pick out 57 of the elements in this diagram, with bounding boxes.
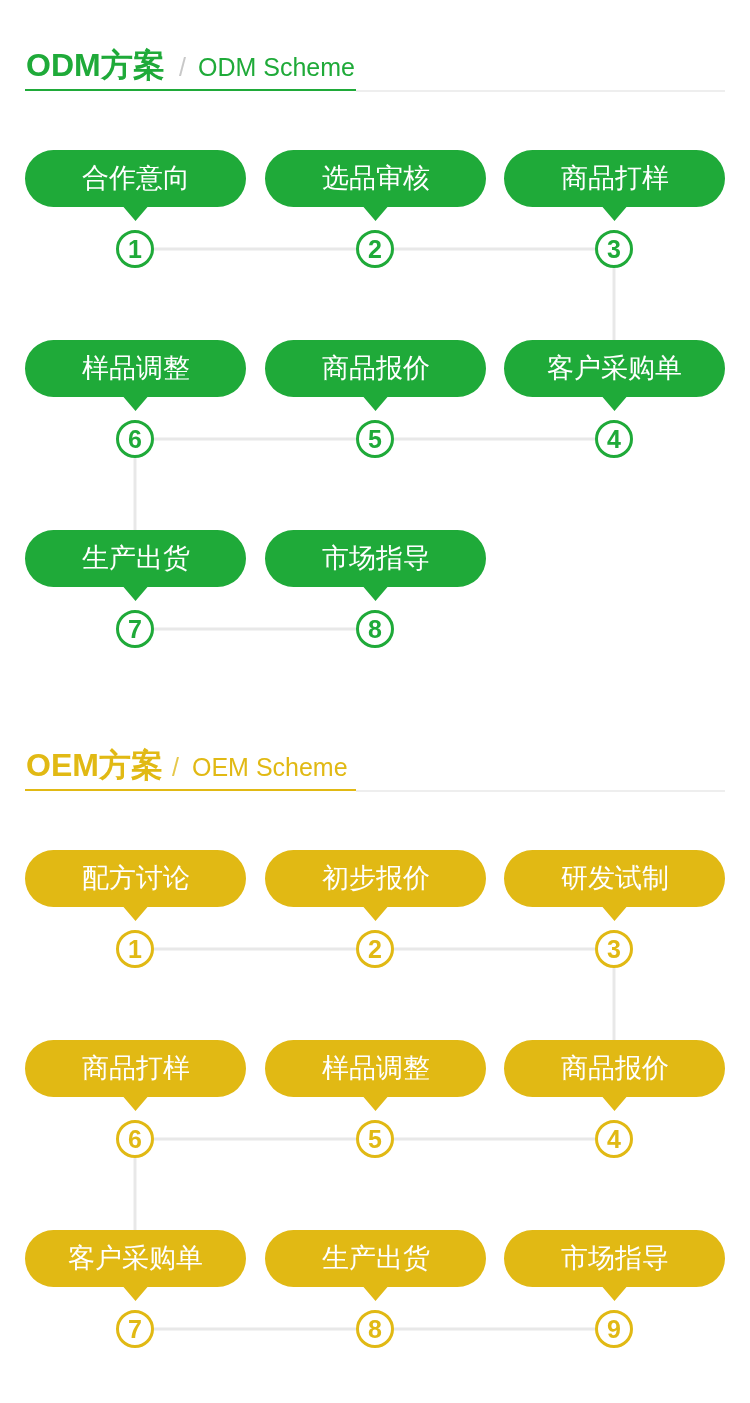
step-bubble [265, 850, 486, 921]
step-bubble [25, 150, 246, 221]
step-label: 客户采购单 [68, 1242, 203, 1274]
step-bubble [504, 340, 725, 411]
step-number: 7 [116, 610, 154, 648]
step-bubble [25, 340, 246, 411]
step-number: 6 [116, 420, 154, 458]
step-label: 选品审核 [321, 162, 430, 194]
step-number: 1 [116, 930, 154, 968]
step-number: 4 [595, 1120, 633, 1158]
step-label: 商品报价 [321, 352, 430, 384]
step-label: 商品报价 [560, 1052, 669, 1084]
step-number: 8 [356, 1310, 394, 1348]
step-number: 3 [595, 930, 633, 968]
step-label: 客户采购单 [547, 352, 682, 384]
step-number: 4 [595, 420, 633, 458]
step-number: 5 [356, 420, 394, 458]
step-bubble [25, 1230, 246, 1301]
step-number: 7 [116, 1310, 154, 1348]
title-separator: / [172, 755, 179, 780]
step-bubble [25, 850, 246, 921]
step-bubble [25, 1040, 246, 1111]
section-title: OEM方案 [26, 749, 163, 781]
step-label: 合作意向 [81, 162, 190, 194]
step-label: 市场指导 [560, 1242, 669, 1274]
step-label: 配方讨论 [81, 862, 190, 894]
step-bubble [265, 1040, 486, 1111]
step-label: 样品调整 [81, 352, 190, 384]
step-number: 2 [356, 230, 394, 268]
step-label: 初步报价 [321, 862, 430, 894]
step-bubble [504, 1230, 725, 1301]
step-label: 市场指导 [321, 542, 430, 574]
step-bubble [25, 530, 246, 601]
step-label: 商品打样 [81, 1052, 190, 1084]
step-bubble [265, 340, 486, 411]
section-subtitle: ODM Scheme [198, 55, 355, 80]
section-subtitle: OEM Scheme [192, 755, 348, 780]
step-bubble [504, 1040, 725, 1111]
step-number: 8 [356, 610, 394, 648]
step-label: 商品打样 [560, 162, 669, 194]
step-bubble [504, 850, 725, 921]
step-bubble [265, 1230, 486, 1301]
step-label: 生产出货 [81, 542, 190, 574]
step-number: 5 [356, 1120, 394, 1158]
step-bubble [504, 150, 725, 221]
step-label: 研发试制 [560, 862, 669, 894]
title-separator: / [179, 55, 186, 80]
step-bubble [265, 150, 486, 221]
step-number: 1 [116, 230, 154, 268]
step-number: 2 [356, 930, 394, 968]
step-label: 样品调整 [321, 1052, 430, 1084]
section-title: ODM方案 [26, 49, 165, 81]
step-number: 6 [116, 1120, 154, 1158]
step-label: 生产出货 [321, 1242, 430, 1274]
step-number: 3 [595, 230, 633, 268]
step-bubble [265, 530, 486, 601]
step-number: 9 [595, 1310, 633, 1348]
